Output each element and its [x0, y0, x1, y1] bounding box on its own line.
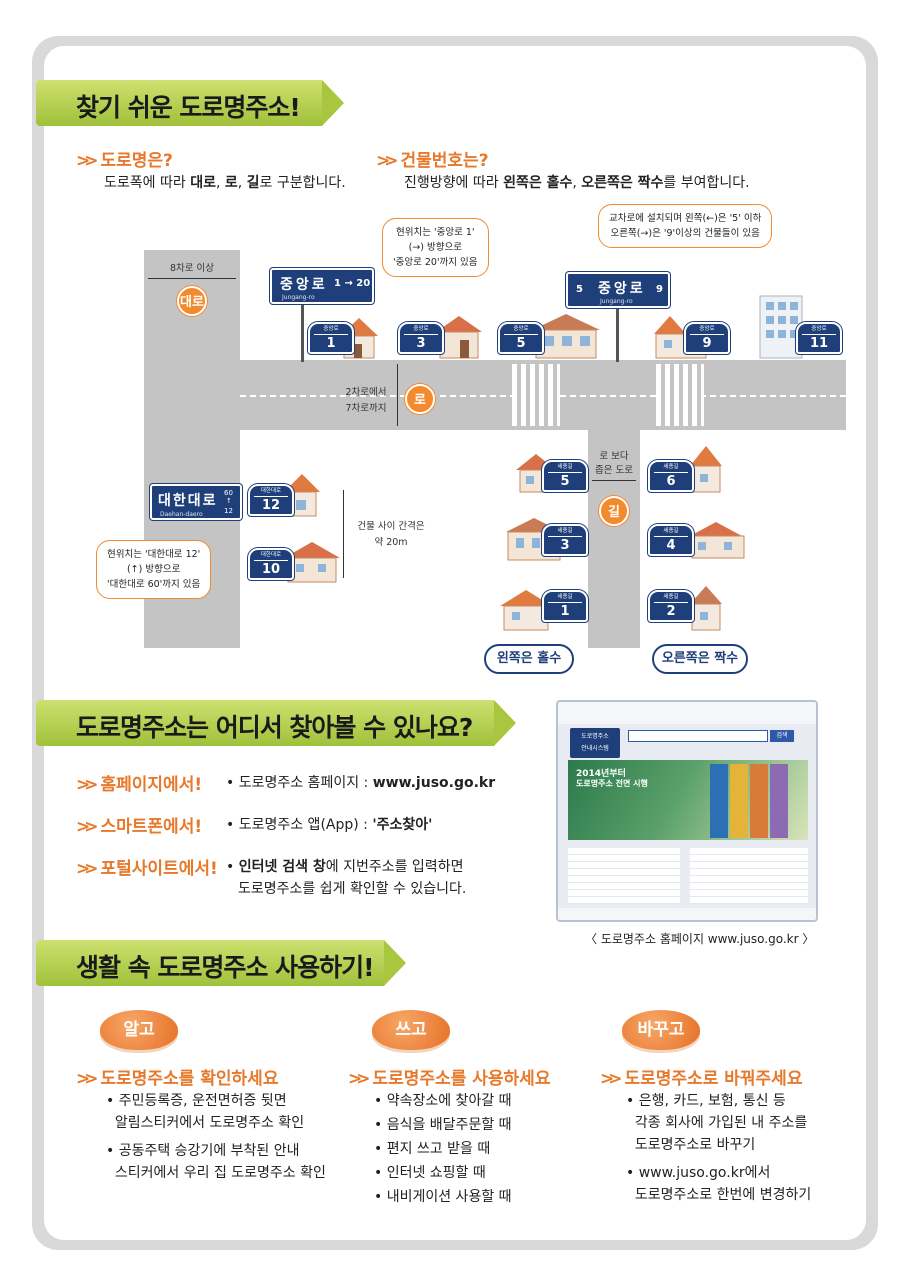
jungang-ro-sign-2: 5 중앙로 9 Jungang-ro [566, 272, 670, 308]
house-icon [532, 314, 600, 359]
section3-title: 생활 속 도로명주소 사용하기! [76, 953, 375, 982]
gil-width-label-2: 좁은 도로 [595, 465, 633, 476]
road-name-heading: >>도로명은? [76, 151, 173, 171]
crosswalk-left [512, 364, 560, 426]
change-list: • 은행, 카드, 보험, 통신 등 각종 회사에 가입된 내 주소를 도로명주… [626, 1093, 812, 1203]
section3-banner [36, 940, 406, 986]
house-icon [690, 586, 722, 631]
crosswalk-right [656, 364, 704, 426]
daero-width-label: 8차로 이상 [169, 263, 215, 274]
road-name-desc: 도로폭에 따라 대로, 로, 길로 구분합니다. [104, 175, 346, 191]
smartphone-desc: • 도로명주소 앱(App) : '주소찾아' [226, 817, 433, 833]
portal-desc-1: • 인터넷 검색 창에 지번주소를 입력하면 [226, 859, 464, 875]
portal-label: >>포털사이트에서! [76, 859, 218, 879]
homepage-label: >>홈페이지에서! [76, 775, 203, 795]
homepage-caption: 〈 도로명주소 홈페이지 www.juso.go.kr 〉 [585, 932, 815, 946]
use-heading: >>도로명주소를 사용하세요 [348, 1069, 551, 1089]
building-icon [759, 295, 803, 359]
daero-badge: 대로 [177, 286, 207, 316]
screen-search-button[interactable]: 검색 [770, 730, 794, 742]
screen-search-input[interactable] [628, 730, 768, 742]
gil-road [588, 430, 640, 648]
ro-width-label-1: 2차로에서 [345, 387, 387, 398]
section1-title: 찾기 쉬운 도로명주소! [76, 93, 301, 122]
ro-width-label-2: 7차로까지 [345, 403, 387, 414]
interval-label-2: 약 20m [374, 537, 408, 548]
homepage-desc: • 도로명주소 홈페이지 : www.juso.go.kr [226, 775, 496, 791]
section1-banner [36, 80, 344, 126]
right-even-label: 오른쪽은 짝수 [652, 644, 748, 674]
house-icon [436, 316, 482, 359]
bubble-intersection: 교차로에 설치되며 왼쪽(←)은 '5' 이하 오른쪽(→)은 '9'이상의 건… [598, 204, 773, 248]
bubble-jungang-current: 현위치는 '중앙로 1' (→) 방향으로 '중앙로 20'까지 있음 [382, 218, 489, 277]
building-number-heading: >>건물번호는? [376, 151, 489, 171]
smartphone-label: >>스마트폰에서! [76, 817, 203, 837]
portal-desc-2: 도로명주소를 쉽게 확인할 수 있습니다. [238, 881, 467, 897]
jungang-ro-sign-1: 중앙로 1 → 20 Jungang-ro [270, 268, 374, 304]
change-heading: >>도로명주소로 바꿔주세요 [600, 1069, 803, 1089]
section2-title: 도로명주소는 어디서 찾아볼 수 있나요? [76, 713, 473, 742]
ro-badge: 로 [405, 384, 435, 414]
house-icon [500, 590, 552, 631]
section2-banner [36, 700, 516, 746]
gil-badge: 길 [599, 496, 629, 526]
use-list: • 약속장소에 찾아갈 때• 음식을 배달주문할 때• 편지 쓰고 받을 때• … [374, 1093, 512, 1205]
building-number-desc: 진행방향에 따라 왼쪽은 홀수, 오른쪽은 짝수를 부여합니다. [404, 175, 750, 191]
house-icon [690, 522, 745, 559]
left-odd-label: 왼쪽은 홀수 [484, 644, 574, 674]
daehan-daero-sign: 대한대로 60 ↑ 12 Daehan-daero [150, 484, 242, 520]
bubble-daehan-current: 현위치는 '대한대로 12' (↑) 방향으로 '대한대로 60'까지 있음 [96, 540, 212, 599]
tag-change: 바꾸고 [622, 1010, 700, 1050]
know-heading: >>도로명주소를 확인하세요 [76, 1069, 279, 1089]
tag-know: 알고 [100, 1010, 178, 1050]
house-icon [690, 446, 722, 493]
house-icon [284, 542, 340, 583]
interval-label-1: 건물 사이 간격은 [357, 521, 425, 532]
know-list: • 주민등록증, 운전면허증 뒷면 알림스티커에서 도로명주소 확인• 공동주택… [106, 1093, 326, 1181]
tag-use: 쓰고 [372, 1010, 450, 1050]
gil-width-label-1: 로 보다 [599, 451, 629, 462]
